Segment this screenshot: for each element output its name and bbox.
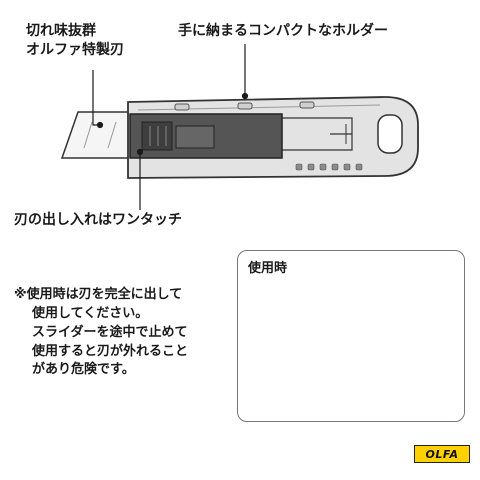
- warning-note: ※使用時は刃を完全に出して 使用してください。 スライダーを途中で止めて 使用す…: [14, 286, 188, 380]
- leader-lines: [92, 44, 249, 210]
- blade: [60, 111, 135, 159]
- olfa-logo: OLFA: [414, 445, 470, 463]
- panel-title: 使用時: [248, 261, 288, 276]
- blade-label-line2: オルファ特製刃: [26, 41, 124, 58]
- one-touch-label: 刃の出し入れはワンタッチ: [14, 212, 182, 228]
- usage-panel: 使用時: [237, 250, 465, 422]
- note-line-4: 使用すると刃が外れること: [32, 343, 189, 359]
- hang-hole: [377, 114, 403, 154]
- note-line-1: ※使用時は刃を完全に出して: [14, 287, 183, 302]
- cutter-main: [60, 96, 419, 179]
- blade-label: 切れ味抜群 オルファ特製刃: [26, 22, 124, 60]
- note-line-3: スライダーを途中で止めて: [32, 324, 188, 340]
- blade-label-line1: 切れ味抜群: [26, 23, 96, 39]
- note-line-5: があり危険です。: [32, 362, 135, 378]
- note-line-2: 使用してください。: [32, 305, 149, 321]
- holder-label: 手に納まるコンパクトなホルダー: [178, 23, 388, 39]
